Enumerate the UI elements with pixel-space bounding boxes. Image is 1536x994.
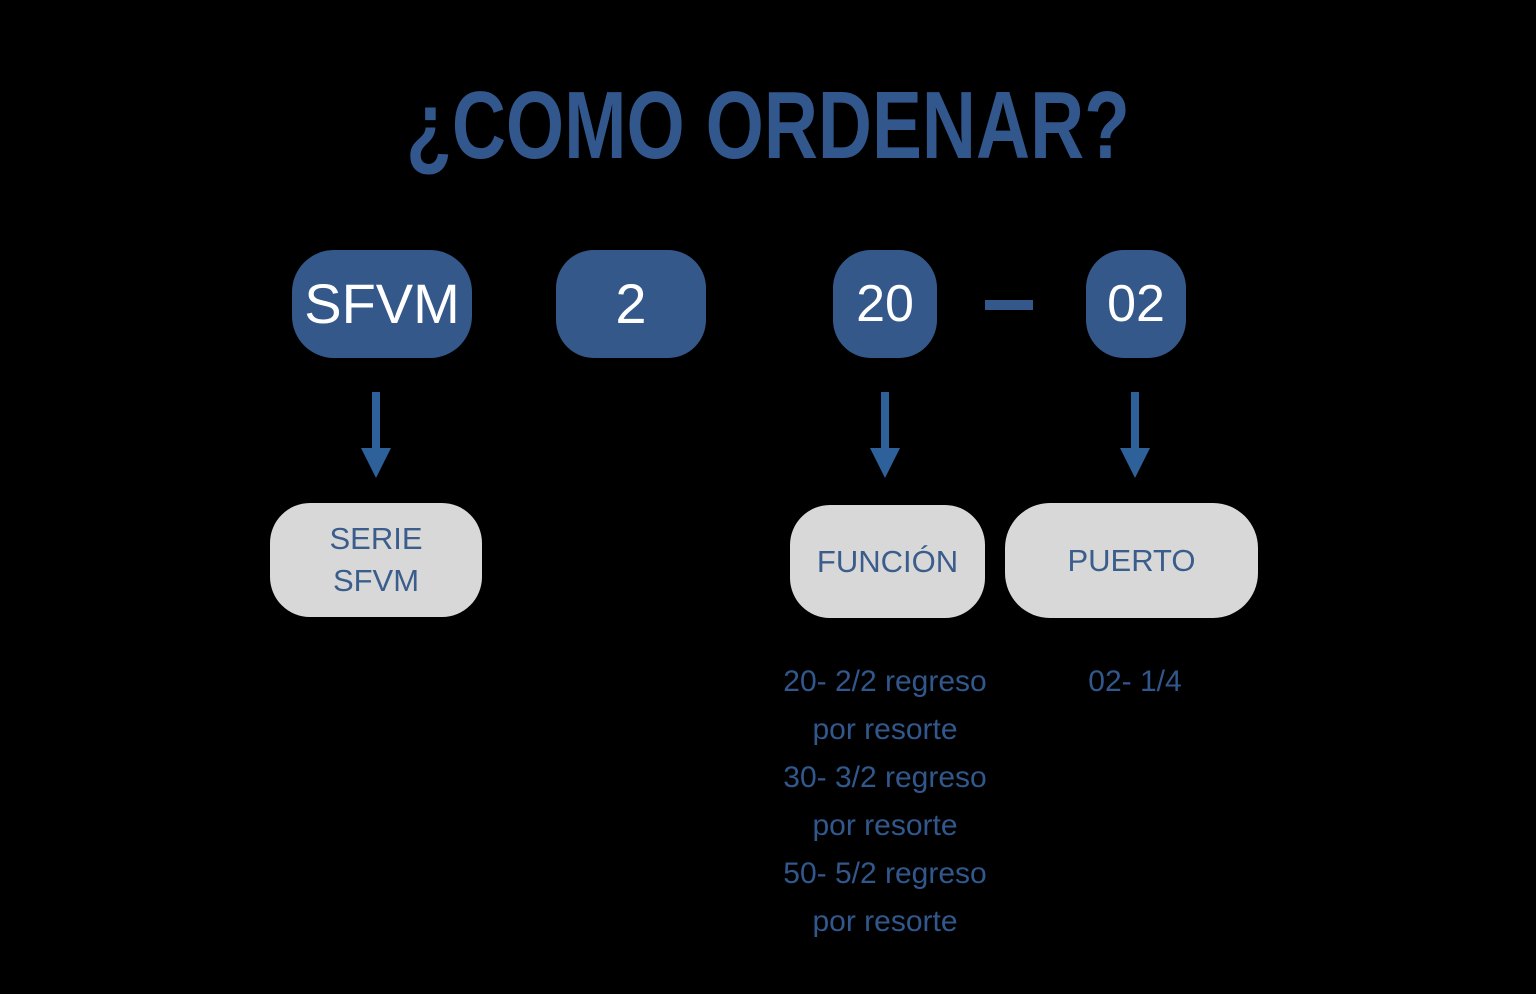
arrow-head <box>1120 448 1150 478</box>
label-box-puerto: PUERTO <box>1005 503 1258 618</box>
label-box-puerto-line1: PUERTO <box>1067 542 1196 578</box>
code-pill-funcion: 20 <box>833 250 937 358</box>
arrow-down-icon-funcion <box>865 392 905 478</box>
arrow-shaft <box>1131 392 1139 454</box>
arrow-down-icon-serie <box>356 392 396 478</box>
dash-separator-icon <box>985 300 1033 310</box>
label-box-funcion: FUNCIÓN <box>790 505 985 618</box>
arrow-head <box>870 448 900 478</box>
arrow-down-icon-puerto <box>1115 392 1155 478</box>
label-box-serie: SERIE SFVM <box>270 503 482 617</box>
label-box-serie-line1: SERIE <box>329 521 423 557</box>
label-box-serie-line2: SFVM <box>332 563 420 598</box>
code-pill-two: 2 <box>556 250 706 358</box>
label-box-funcion-line1: FUNCIÓN <box>816 543 959 579</box>
caption-puerto: 02- 1/4 <box>1088 665 1182 698</box>
page-title: ¿COMO ORDENAR? <box>406 72 1130 179</box>
code-pill-puerto: 02 <box>1086 250 1186 358</box>
arrow-shaft <box>372 392 380 454</box>
code-pill-serie: SFVM <box>292 250 472 358</box>
arrow-shaft <box>881 392 889 454</box>
caption-funcion: 20- 2/2 regreso por resorte 30- 3/2 regr… <box>783 665 987 938</box>
arrow-head <box>361 448 391 478</box>
